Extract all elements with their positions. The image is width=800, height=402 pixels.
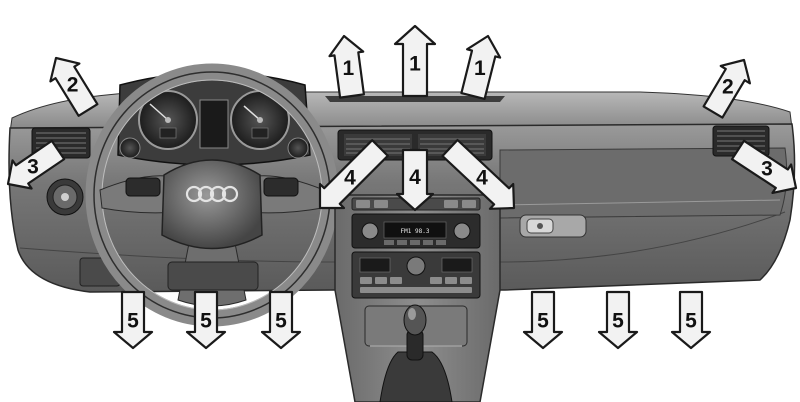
airflow-arrow-shape bbox=[730, 139, 798, 194]
defrost-vent-strip bbox=[325, 96, 505, 102]
airflow-arrows: 1 1 1 2 2 3 3 4 4 4 5 5 5 5 5 5 bbox=[6, 24, 798, 350]
airflow-arrow-shape bbox=[49, 56, 99, 117]
airflow-arrow-3: 1 bbox=[460, 34, 502, 101]
airflow-arrow-number: 5 bbox=[612, 310, 624, 333]
airflow-arrow-1: 1 bbox=[328, 34, 365, 99]
airflow-arrow-7: 3 bbox=[730, 139, 798, 194]
airflow-arrow-number: 4 bbox=[344, 167, 356, 190]
airflow-arrow-15: 5 bbox=[597, 290, 639, 350]
climate-control-panel[interactable] bbox=[351, 251, 481, 299]
audi-rings-logo bbox=[185, 185, 239, 203]
airflow-arrow-shape bbox=[185, 290, 227, 350]
airflow-arrow-number: 5 bbox=[200, 310, 212, 333]
airflow-arrow-shape bbox=[318, 139, 389, 210]
radio-display bbox=[383, 221, 447, 239]
radio-unit[interactable]: FM1 98.3 bbox=[351, 213, 481, 249]
airflow-arrow-number: 5 bbox=[127, 310, 139, 333]
airflow-arrow-10: 4 bbox=[441, 138, 516, 210]
airflow-arrow-number: 5 bbox=[685, 310, 697, 333]
airflow-arrow-shape bbox=[393, 24, 437, 98]
radio-tune-knob[interactable] bbox=[453, 222, 471, 240]
airflow-arrow-number: 1 bbox=[474, 57, 486, 80]
temperature-gauge bbox=[287, 137, 309, 159]
airflow-arrow-number: 4 bbox=[409, 166, 421, 189]
steering-buttons-left[interactable] bbox=[125, 177, 161, 197]
light-switch-knob[interactable] bbox=[46, 178, 84, 216]
airflow-arrow-shape bbox=[597, 290, 639, 350]
airflow-arrow-shape bbox=[522, 290, 564, 350]
airflow-arrow-shape bbox=[6, 139, 66, 190]
airflow-arrow-shape bbox=[260, 290, 302, 350]
airflow-arrow-shape bbox=[328, 34, 365, 99]
fuel-gauge bbox=[119, 137, 141, 159]
airflow-arrow-shape bbox=[441, 138, 516, 210]
airflow-arrow-shape bbox=[112, 290, 154, 350]
airflow-arrow-shape bbox=[460, 34, 502, 101]
steering-buttons-right[interactable] bbox=[263, 177, 299, 197]
airflow-arrow-2: 1 bbox=[393, 24, 437, 98]
airflow-arrow-number: 1 bbox=[342, 57, 354, 80]
airflow-arrow-number: 2 bbox=[722, 76, 734, 99]
steering-column bbox=[167, 261, 259, 291]
radio-volume-knob[interactable] bbox=[361, 222, 379, 240]
airflow-arrow-5: 2 bbox=[702, 58, 752, 119]
glovebox-handle[interactable] bbox=[519, 214, 587, 238]
airflow-arrow-9: 4 bbox=[395, 148, 435, 212]
airflow-arrow-4: 2 bbox=[49, 56, 99, 117]
radio-display-text: FM1 98.3 bbox=[401, 228, 430, 235]
airflow-arrow-number: 1 bbox=[409, 52, 421, 75]
airflow-arrow-number: 2 bbox=[67, 74, 79, 97]
airflow-arrow-11: 5 bbox=[112, 290, 154, 350]
tachometer-gauge bbox=[230, 90, 290, 150]
airflow-arrow-number: 3 bbox=[761, 158, 773, 181]
airflow-arrow-number: 3 bbox=[27, 156, 39, 179]
airflow-arrow-14: 5 bbox=[522, 290, 564, 350]
gear-shifter[interactable] bbox=[379, 304, 453, 402]
airflow-arrow-shape bbox=[670, 290, 712, 350]
airflow-arrow-number: 4 bbox=[476, 167, 488, 190]
airflow-arrow-shape bbox=[395, 148, 435, 212]
airflow-arrow-8: 4 bbox=[318, 139, 389, 210]
steering-wheel-hub[interactable] bbox=[161, 159, 263, 250]
driver-info-display bbox=[199, 99, 229, 149]
center-console: FM1 98.3 bbox=[334, 194, 501, 402]
airflow-arrow-6: 3 bbox=[6, 139, 66, 190]
airflow-arrow-12: 5 bbox=[185, 290, 227, 350]
instrument-cluster bbox=[117, 71, 311, 166]
airflow-arrow-number: 5 bbox=[537, 310, 549, 333]
airflow-arrow-shape bbox=[702, 58, 752, 119]
airflow-arrow-13: 5 bbox=[260, 290, 302, 350]
airflow-arrow-number: 5 bbox=[275, 310, 287, 333]
speedometer-gauge bbox=[138, 90, 198, 150]
airflow-arrow-16: 5 bbox=[670, 290, 712, 350]
